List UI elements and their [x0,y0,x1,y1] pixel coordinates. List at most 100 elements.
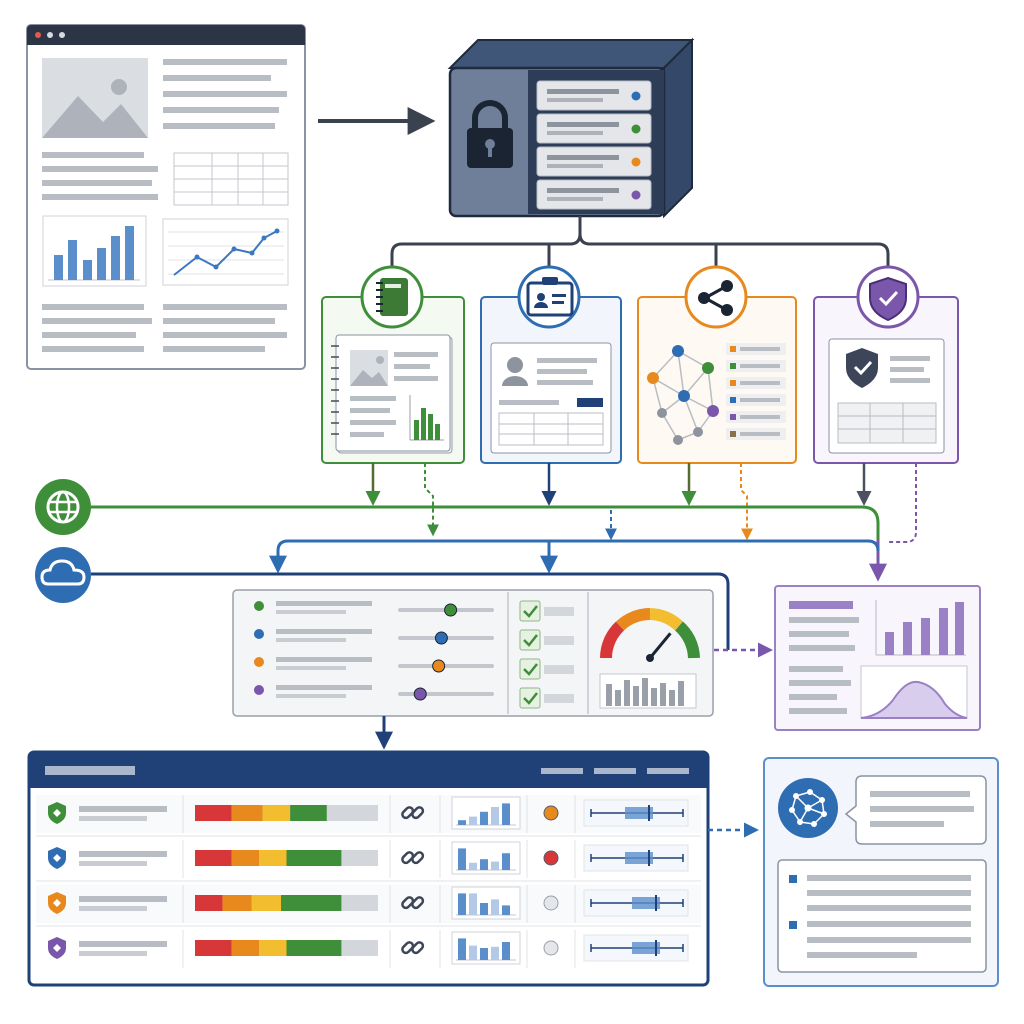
server-slot-label-line [547,89,619,94]
table-row[interactable] [36,925,701,968]
window-max-dot[interactable] [59,32,65,38]
checkbox[interactable] [519,629,541,651]
identity-profile-card [490,342,612,454]
link-icon[interactable] [401,806,415,820]
window-close-dot[interactable] [35,32,41,38]
mini-chart-bar [491,861,499,870]
link-icon[interactable] [401,896,415,910]
control-label-line [276,629,372,634]
mini-chart-bar [458,820,466,825]
check-label-line [544,636,574,645]
server-slot-panel [536,80,652,111]
server-slot [536,113,652,144]
check-row[interactable] [519,629,574,651]
control-sub-line [276,638,346,642]
check-icon [523,605,538,618]
risk-bar-segment [231,850,260,866]
globe-icon[interactable] [35,479,91,535]
source-document-window [26,24,306,370]
risk-bar-segment [195,850,232,866]
id-card-icon [526,277,574,317]
status-light [543,895,559,911]
link-icon[interactable] [401,941,415,955]
status-light [543,805,559,821]
check-row[interactable] [519,658,574,680]
link-icon-part [411,941,425,955]
server-slot-sub-line [547,197,603,201]
graph-legend [726,343,786,440]
dashboard-menu-1[interactable] [541,768,583,774]
module-notebook[interactable] [321,265,465,464]
checkbox[interactable] [519,687,541,709]
server-slot-sub-line [547,98,603,102]
gauge-icon [600,608,700,662]
slider-handle[interactable] [444,603,458,617]
control-row[interactable] [254,629,494,645]
check-row[interactable] [519,600,574,622]
range-plot-box [632,897,660,909]
risk-bar-segment [262,805,291,821]
notebook-icon [376,278,408,316]
risk-bar-segment [195,895,223,911]
mini-chart-bar [458,848,466,870]
risk-bar-segment [281,895,342,911]
cloud-icon[interactable] [35,547,91,603]
check-icon [523,634,538,647]
server-status-light [631,124,641,134]
table-row[interactable] [36,880,701,923]
mini-chart-bar [480,859,488,870]
range-plot-box [625,852,653,864]
status-light [543,850,559,866]
control-label-line [276,657,372,662]
risk-bar-segment [286,850,342,866]
risk-bar-segment [222,895,252,911]
control-row[interactable] [254,601,494,617]
check-row[interactable] [519,687,574,709]
checkbox[interactable] [519,600,541,622]
slider-handle[interactable] [413,687,427,701]
risk-bar-segment [195,805,232,821]
shield-check-icon [869,276,907,322]
slider-handle[interactable] [434,631,448,645]
control-label-line [276,685,372,690]
control-sub-line [276,666,346,670]
server-slot-panel [536,179,652,210]
dashboard-menu-3[interactable] [647,768,689,774]
knowledge-graph [647,345,719,445]
window-min-dot[interactable] [47,32,53,38]
slider-handle[interactable] [432,659,446,673]
server-slot-sub-line [547,164,603,168]
control-sub-line [276,610,346,614]
mini-chart-bar [491,946,499,960]
module-security[interactable] [813,265,959,464]
link-icon[interactable] [401,851,415,865]
share-network-icon [698,280,733,316]
server-slot [536,80,652,111]
control-status-dot [254,601,264,611]
checkbox[interactable] [519,658,541,680]
control-status-dot [254,629,264,639]
row-sub-line [79,906,147,911]
table-row[interactable] [36,795,701,833]
mini-chart-bar [469,893,477,915]
notebook-page [331,334,453,454]
control-label-line [276,601,372,606]
control-row[interactable] [254,657,494,673]
mini-chart-bar [502,905,510,915]
control-sub-line [276,694,346,698]
risk-bar-segment [259,940,287,956]
text-lines [42,59,287,352]
mini-chart-bar [480,811,488,825]
server-distribution-lines [390,216,890,270]
server-status-light [631,91,641,101]
server-slot-sub-line [547,131,603,135]
ai-assistant-panel [763,757,999,987]
module-graph[interactable] [637,265,797,464]
risk-bar-segment [259,850,287,866]
mini-line-chart [162,218,289,286]
table-row[interactable] [36,835,701,878]
dashboard-menu-2[interactable] [594,768,636,774]
control-row[interactable] [254,685,494,701]
module-identity[interactable] [480,265,622,464]
